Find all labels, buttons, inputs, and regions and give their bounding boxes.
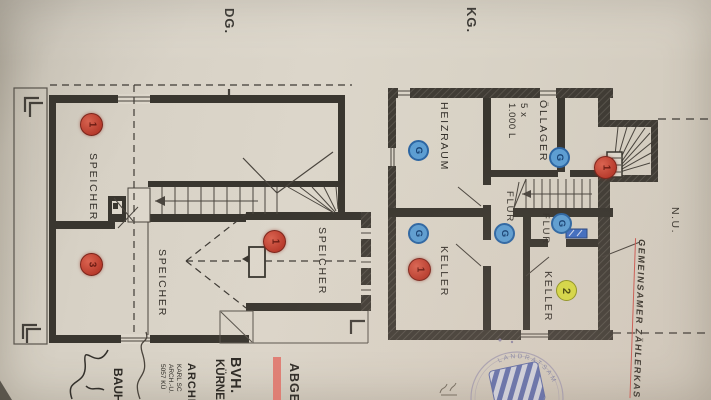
g-marker-flur2: G [551,213,572,234]
g-marker-keller1: G [408,223,429,244]
kg-room-label-keller-2: KELLER [542,271,554,323]
stamp-coat-of-arms [488,361,546,400]
kg-room-label-oellager: ÖLLAGER [537,100,549,163]
titleblock-bvh: BVH. [227,357,243,394]
dg-plan [13,84,372,345]
handwritten-dimension-note [439,382,457,396]
dg-room-label-speicher-2: SPEICHER [156,249,168,318]
kg-room-label-keller-1: KELLER [438,246,450,298]
kg-room-label-heizraum: HEIZRAUM [438,102,450,172]
architect-line-2: ARCH.-U. [166,364,174,393]
nu-note: N.U. [669,207,681,234]
architect-line-1: KARL SC [175,364,182,392]
kg-interior-walls [388,98,613,330]
dg-floor-label: DG. [222,8,237,35]
titleblock-project: KÜRNE [213,359,225,400]
kg-unit2-marker-yellow: 2 [556,280,577,301]
dg-unit-marker-red-1: 1 [80,113,103,136]
meter-box-mark [565,228,588,239]
g-marker-flur1: G [494,223,515,244]
titleblock-architect-address: KARL SC ARCH.-U. 5057 KÜ [157,364,182,393]
signature-mark [69,349,109,400]
kg-annotation-lines [565,118,711,334]
dg-roof-lines [50,84,369,344]
g-marker-entrance: G [549,147,570,168]
red-highlight-bar [273,357,281,400]
kg-staircase [513,178,592,209]
dg-chimney [108,196,126,222]
kg-room-label-flur-2: FLUR [540,213,551,246]
kg-entrance-marker-red: 1 [594,156,617,179]
kg-outer-walls [388,88,658,340]
oil-line-2: 1.000 L [506,103,517,139]
titleblock-architect-heading: ARCHI [185,363,197,400]
dg-room-label-speicher-1: SPEICHER [87,153,99,222]
dg-room-label-speicher-3: SPEICHER [316,227,328,296]
oil-tank-capacity-note: 5 x 1.000 L [505,103,529,139]
dg-balcony-strip [13,87,48,345]
kg-floor-label: KG. [464,7,479,34]
titleblock-bauherr: BAUH [111,368,125,400]
dg-unit-marker-red-3: 1 [263,230,286,253]
kg-windows [390,90,556,338]
dg-unit-marker-red-2: 3 [80,253,103,276]
oil-line-1: 5 x [518,103,529,118]
g-marker-heizraum: G [408,140,429,161]
kg-unit1-marker-red: 1 [408,258,431,281]
kg-door-swings [455,186,550,277]
titleblock-abges: ABGES [287,363,301,400]
handwritten-check-mark [136,331,148,400]
kg-room-label-flur-1: FLUR [504,191,515,224]
architect-line-3: 5057 KÜ [158,364,166,390]
